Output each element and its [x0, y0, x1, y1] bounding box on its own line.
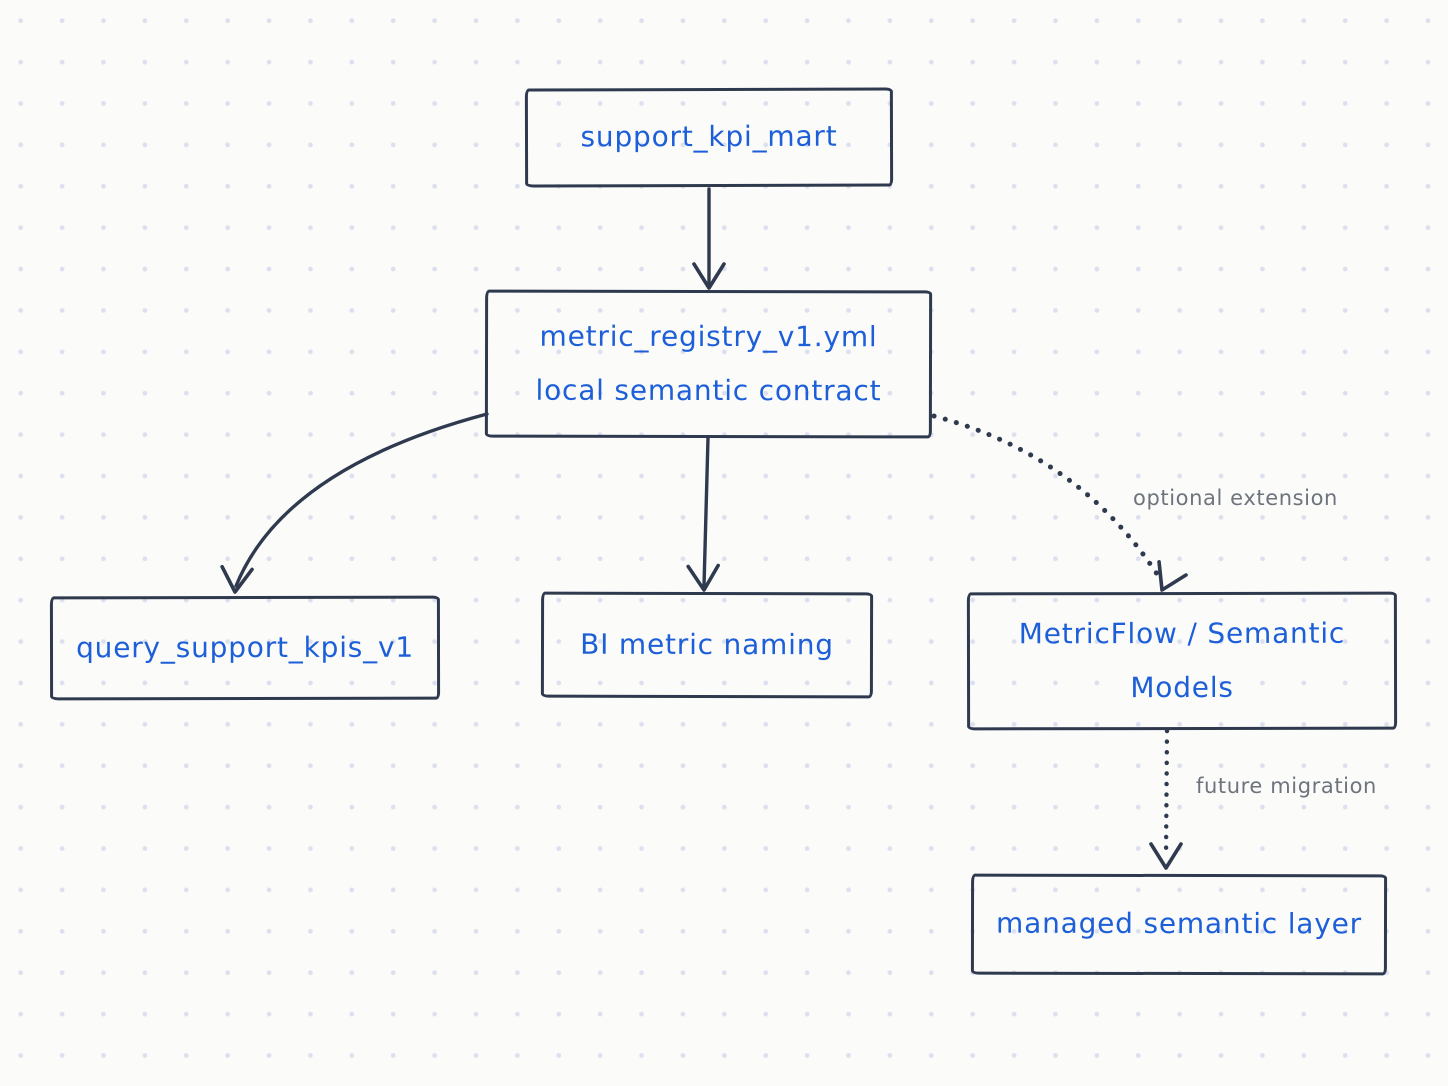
node-metricflow-label-line1: MetricFlow / Semantic — [1018, 616, 1346, 651]
edge-registry-to-bi-arrowhead — [686, 563, 720, 592]
node-bi-metric-naming-label: BI metric naming — [580, 627, 834, 662]
node-metricflow-semantic-models: MetricFlow / Semantic Models — [966, 591, 1398, 731]
node-bi-metric-naming: BI metric naming — [540, 591, 874, 699]
node-managed-semantic-layer-label: managed semantic layer — [996, 907, 1362, 941]
node-metricflow-label-line2: Models — [1130, 670, 1234, 705]
edge-mart-to-registry-arrowhead — [692, 262, 726, 290]
edge-label-future-migration: future migration — [1196, 774, 1377, 798]
node-metric-registry: metric_registry_v1.yml local semantic co… — [484, 289, 933, 439]
edge-label-optional-extension: optional extension — [1133, 486, 1338, 510]
edge-registry-to-metricflow — [931, 413, 1162, 580]
edge-metricflow-to-managed-arrowhead — [1149, 842, 1183, 870]
edge-metricflow-to-managed — [1163, 728, 1170, 861]
node-query-support-kpis: query_support_kpis_v1 — [49, 595, 441, 701]
node-metric-registry-label-line2: local semantic contract — [535, 373, 882, 408]
edge-registry-to-metricflow-arrowhead — [1157, 560, 1188, 592]
node-support-kpi-mart-label: support_kpi_mart — [580, 120, 838, 154]
edge-registry-to-query-arrowhead — [220, 564, 254, 594]
edge-registry-to-bi — [702, 436, 710, 588]
node-query-support-kpis-label: query_support_kpis_v1 — [76, 630, 414, 665]
node-metric-registry-label-line1: metric_registry_v1.yml — [539, 319, 878, 354]
node-managed-semantic-layer: managed semantic layer — [970, 873, 1388, 976]
node-support-kpi-mart: support_kpi_mart — [524, 87, 894, 188]
edge-registry-to-query — [234, 412, 489, 588]
